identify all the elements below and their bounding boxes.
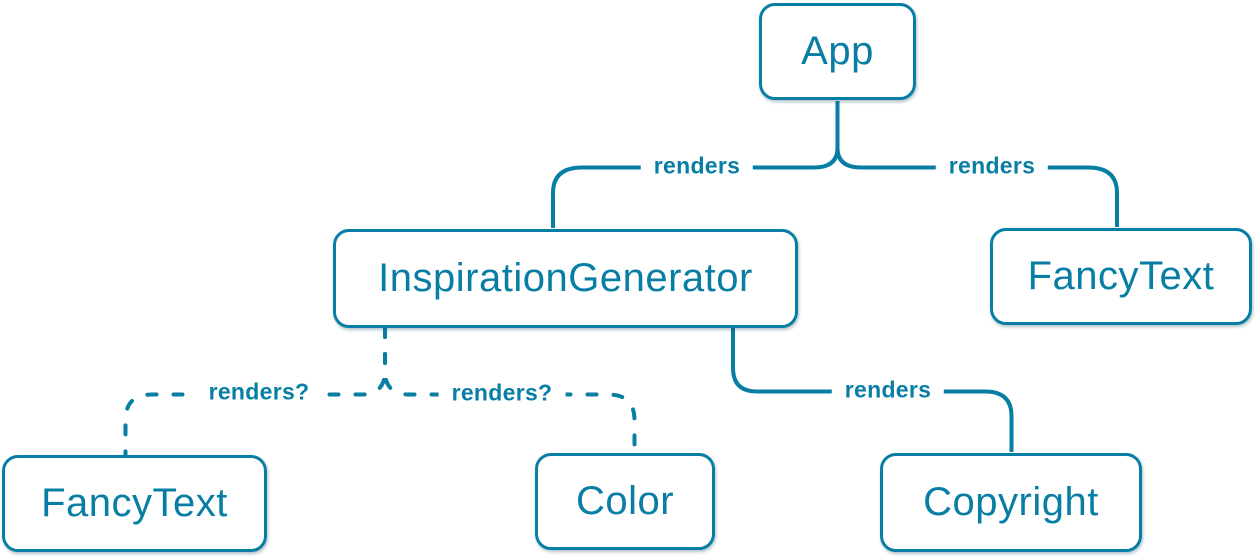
node-inspiration-generator: InspirationGenerator [333, 229, 798, 328]
edge-label-app-fancytext-top: renders [935, 150, 1049, 182]
node-fancy-text-bottom-label: FancyText [41, 481, 228, 525]
edge-label-inspirationgenerator-color: renders? [438, 377, 566, 409]
node-copyright-label: Copyright [923, 480, 1099, 524]
edge-label-inspirationgenerator-fancytext-bottom: renders? [195, 376, 323, 408]
node-fancy-text-top: FancyText [990, 228, 1252, 325]
edge-label-inspirationgenerator-copyright: renders [831, 374, 945, 406]
node-fancy-text-bottom: FancyText [2, 455, 267, 552]
node-app-label: App [801, 29, 874, 73]
node-inspiration-generator-label: InspirationGenerator [378, 256, 753, 300]
edge-label-app-inspirationgenerator: renders [640, 150, 754, 182]
node-app: App [759, 3, 916, 100]
node-color: Color [535, 453, 715, 550]
node-fancy-text-top-label: FancyText [1027, 254, 1215, 298]
node-color-label: Color [575, 479, 675, 523]
node-copyright: Copyright [880, 453, 1142, 552]
